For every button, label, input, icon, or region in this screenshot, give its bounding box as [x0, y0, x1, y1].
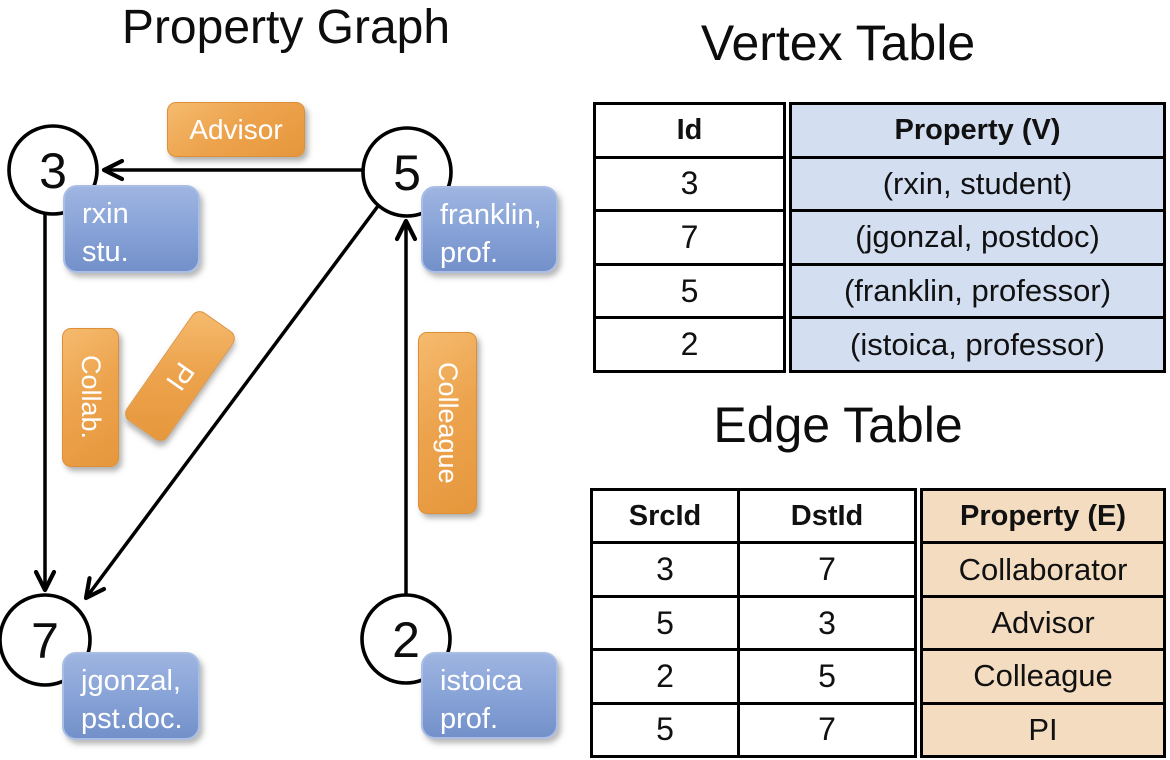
- table-cell: Colleague: [923, 651, 1163, 705]
- vertex-table-header-property: Property (V): [792, 105, 1163, 159]
- table-cell: 5: [740, 651, 914, 705]
- edge-table-property-column: Property (E) Collaborator Advisor Collea…: [920, 488, 1166, 758]
- table-cell: Collaborator: [923, 544, 1163, 598]
- vertex-prop-line: jgonzal,: [81, 665, 181, 697]
- edge-label-colleague: Colleague: [418, 332, 477, 514]
- node-id-5: 5: [393, 145, 421, 201]
- table-cell: 7: [818, 711, 836, 748]
- vertex-prop-line: prof.: [440, 237, 499, 270]
- vertex-table-header-id: Id: [596, 105, 783, 159]
- table-cell: 3: [596, 159, 783, 213]
- vertex-prop-box-5: franklin, prof.: [421, 186, 558, 273]
- edge-table-src-column: SrcId 3 5 2 5: [593, 491, 740, 755]
- table-cell: 7: [740, 544, 914, 598]
- table-cell: 2: [593, 651, 737, 705]
- edge-table-header-property: Property (E): [923, 491, 1163, 545]
- table-cell: 3: [740, 598, 914, 652]
- edge-table-id-columns: SrcId 3 5 2 5 DstId 7 3 5 7: [590, 488, 917, 758]
- table-cell: (franklin, professor): [792, 266, 1163, 320]
- table-cell: 5: [656, 711, 674, 748]
- table-cell: 3: [593, 544, 737, 598]
- edge-table-title: Edge Table: [713, 397, 963, 453]
- vertex-table-id-column: Id 3 7 5 2: [593, 102, 786, 373]
- vertex-prop-line: stu.: [82, 236, 129, 269]
- table-cell: 7: [596, 212, 783, 266]
- node-id-2: 2: [392, 612, 420, 668]
- vertex-table: Id 3 7 5 2 Property (V) (rxin, student) …: [593, 102, 1166, 373]
- node-id-7: 7: [31, 613, 59, 669]
- vertex-prop-line: istoica: [440, 665, 523, 697]
- table-cell: (istoica, professor): [850, 326, 1105, 362]
- table-cell: 2: [680, 326, 699, 363]
- vertex-prop-box-3: rxin stu.: [63, 185, 200, 273]
- table-cell: 5: [596, 266, 783, 320]
- vertex-prop-box-7: jgonzal, pst.doc.: [62, 652, 200, 740]
- edge-table-header-dstid: DstId: [740, 491, 914, 545]
- edge-table-dst-column: DstId 7 3 5 7: [740, 491, 914, 755]
- table-cell: 5: [593, 598, 737, 652]
- edge-table: SrcId 3 5 2 5 DstId 7 3 5 7 Property (E)…: [590, 488, 1166, 758]
- vertex-prop-line: rxin: [82, 198, 129, 230]
- edge-5-to-7-pi: [83, 204, 380, 601]
- table-cell: Advisor: [923, 598, 1163, 652]
- vertex-table-property-column: Property (V) (rxin, student) (jgonzal, p…: [789, 102, 1166, 373]
- vertex-prop-line: prof.: [440, 703, 499, 736]
- edge-table-header-srcid: SrcId: [593, 491, 737, 545]
- edge-label-collab: Collab.: [62, 328, 119, 467]
- table-cell: PI: [1028, 711, 1058, 747]
- table-cell: (jgonzal, postdoc): [792, 212, 1163, 266]
- edge-label-advisor: Advisor: [167, 102, 305, 157]
- vertex-prop-line: pst.doc.: [81, 703, 183, 736]
- vertex-table-title: Vertex Table: [700, 15, 976, 71]
- graph-drawing: 3 5 7 2: [0, 124, 453, 687]
- node-id-3: 3: [39, 143, 67, 199]
- vertex-prop-box-2: istoica prof.: [421, 652, 558, 739]
- vertex-prop-line: franklin,: [440, 199, 542, 231]
- property-graph-title: Property Graph: [121, 1, 451, 54]
- table-cell: (rxin, student): [792, 159, 1163, 213]
